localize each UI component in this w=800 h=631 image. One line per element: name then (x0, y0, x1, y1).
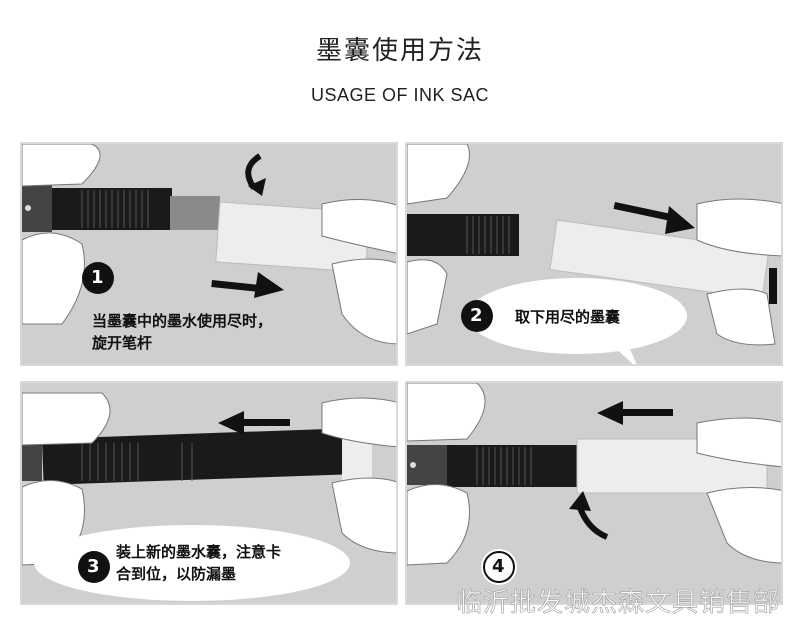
caption-line: 旋开笔杆 (92, 334, 153, 352)
step-panel-1: 1 当墨囊中的墨水使用尽时， 旋开笔杆 (20, 142, 398, 366)
page-title: 墨囊使用方法 (315, 36, 484, 66)
step-number: 1 (91, 267, 104, 288)
step-number: 3 (87, 556, 100, 577)
page-subtitle: USAGE OF INK SAC (310, 85, 490, 105)
step-caption: 取下用尽的墨囊 (515, 308, 621, 326)
watermark: 临沂批发城杰森文具销售部 (455, 588, 780, 619)
step-caption: 装上新的墨水囊，注意卡 合到位，以防漏墨 (116, 541, 281, 585)
step-panel-4: 4 (405, 381, 783, 605)
step-panel-2: 2 取下用尽的墨囊 (405, 142, 783, 366)
step-caption: 当墨囊中的墨水使用尽时， 旋开笔杆 (92, 310, 272, 354)
caption-line: 装上新的墨水囊，注意卡 (116, 543, 282, 561)
step-panel-3: 3 装上新的墨水囊，注意卡 合到位，以防漏墨 (20, 381, 398, 605)
caption-line: 当墨囊中的墨水使用尽时， (92, 312, 273, 330)
caption-line: 合到位，以防漏墨 (116, 565, 237, 583)
step-number: 2 (470, 305, 483, 326)
step-number: 4 (492, 556, 505, 577)
